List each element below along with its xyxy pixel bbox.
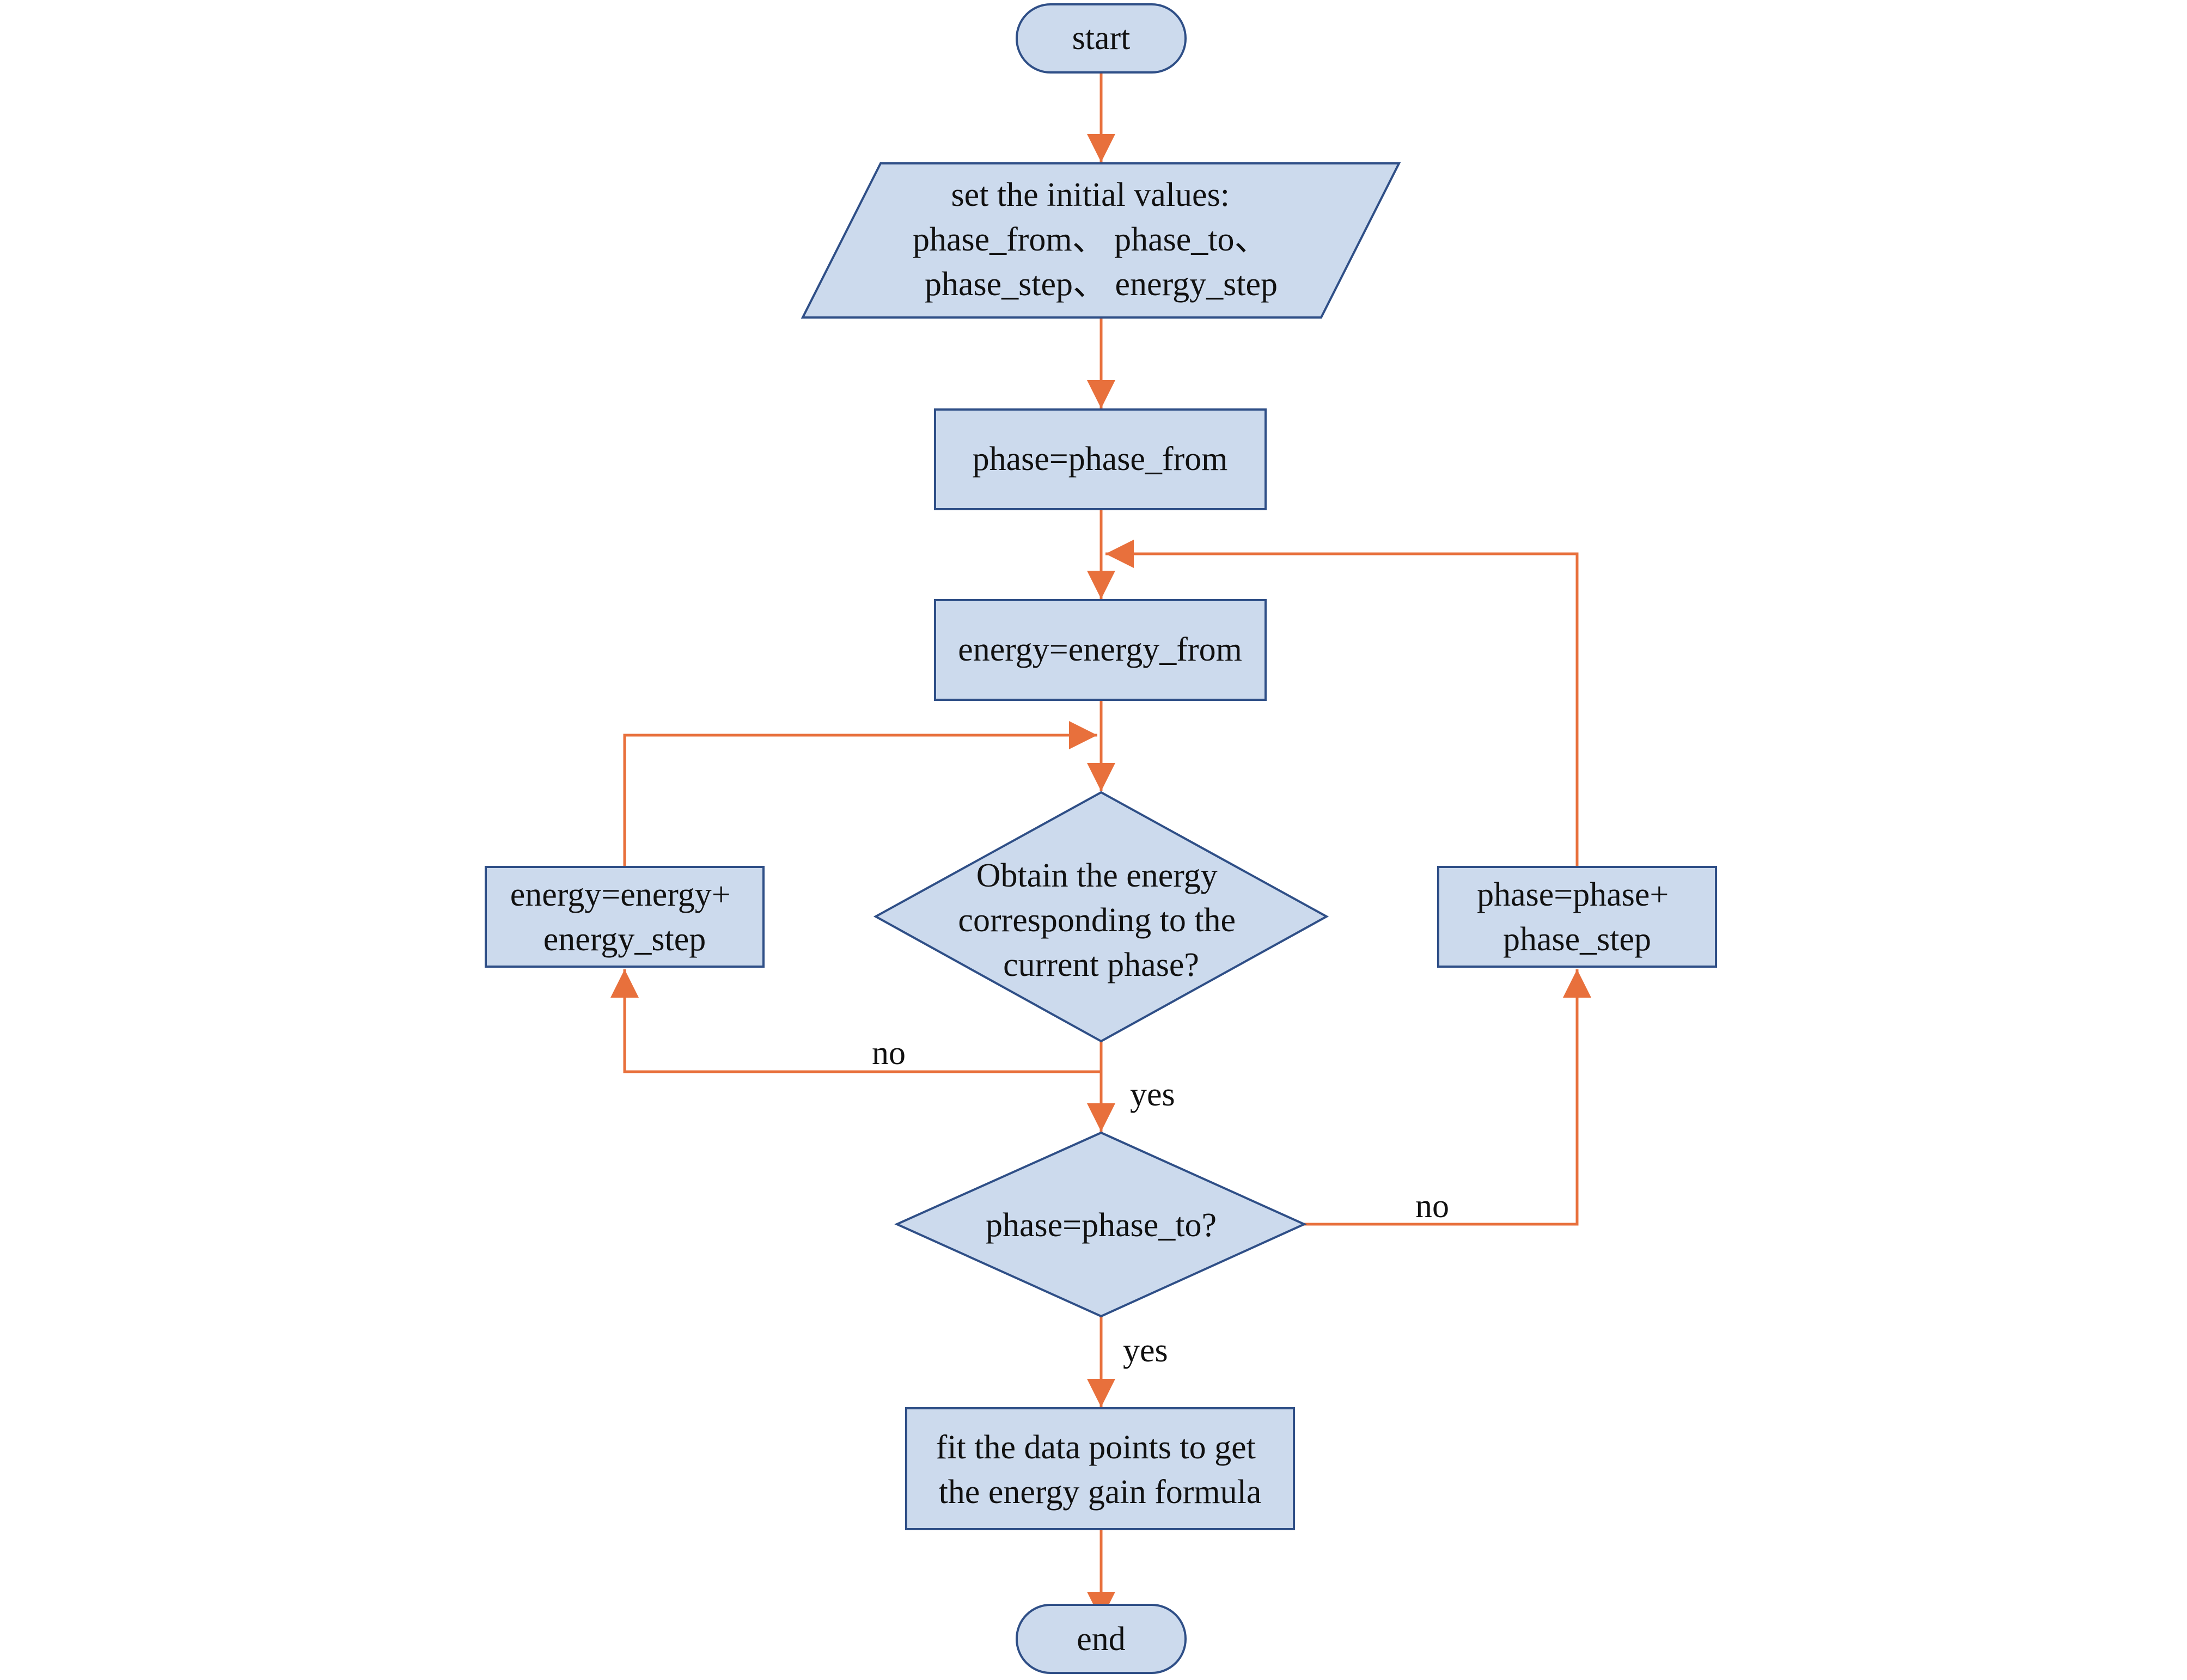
node-label-line: phase_step、 energy_step: [925, 266, 1278, 303]
node-label: end: [1077, 1621, 1126, 1658]
node-end: end: [1016, 1604, 1187, 1674]
node-label-line: phase=phase_from: [973, 441, 1228, 478]
process-shape: [934, 599, 1267, 701]
node-label-line: corresponding to the: [958, 902, 1236, 939]
node-label-line: energy=energy+: [510, 876, 731, 913]
node-obtain: Obtain the energy corresponding to the c…: [873, 791, 1329, 1043]
edge-check-no-to-phase-inc: [1304, 969, 1591, 1226]
node-label: energy=energy+ energy_step: [510, 876, 740, 958]
node-phase-inc: phase=phase+ phase_step: [1437, 866, 1717, 968]
node-label-line: Obtain the energy: [976, 857, 1218, 894]
decision-diamond-shape: [894, 1131, 1307, 1318]
node-label-line: set the initial values:: [951, 176, 1230, 213]
node-label: phase=phase_to?: [986, 1207, 1217, 1244]
decision-diamond-shape: [873, 791, 1329, 1043]
terminal-shape: [1016, 1604, 1187, 1674]
edge-energy-inc-loop-back: [623, 721, 1097, 867]
input-parallelogram-shape: [801, 162, 1401, 319]
edge-obtain-no-to-energy-inc: [610, 969, 1101, 1073]
node-label-line: energy=energy_from: [958, 631, 1242, 668]
node-label-line: phase_from、 phase_to、: [913, 221, 1268, 258]
process-shape: [485, 866, 765, 968]
node-label-line: end: [1077, 1621, 1126, 1658]
node-energy-init: energy=energy_from: [934, 599, 1267, 701]
node-label-line: phase_step: [1503, 921, 1651, 958]
node-label: phase=phase+ phase_step: [1477, 876, 1677, 958]
node-start: start: [1016, 3, 1187, 74]
node-energy-inc: energy=energy+ energy_step: [485, 866, 765, 968]
node-phase-init: phase=phase_from: [934, 408, 1267, 510]
node-label-line: phase=phase+: [1477, 876, 1669, 913]
edge-label-obtain-yes: yes: [1130, 1076, 1175, 1113]
node-label: phase=phase_from: [973, 441, 1228, 478]
node-fit: fit the data points to get the energy ga…: [905, 1407, 1295, 1530]
edge-labels: no yes no yes: [872, 1035, 1449, 1369]
edge-label-check-no: no: [1415, 1188, 1449, 1225]
node-label: start: [1072, 20, 1131, 57]
terminal-shape: [1016, 3, 1187, 74]
edge-label-obtain-no: no: [872, 1035, 906, 1072]
node-phase-check: phase=phase_to?: [894, 1131, 1307, 1318]
node-label: fit the data points to get the energy ga…: [936, 1429, 1264, 1511]
node-label-line: the energy gain formula: [939, 1474, 1262, 1511]
node-label-line: start: [1072, 20, 1131, 57]
node-label: energy=energy_from: [958, 631, 1242, 668]
edge-phase-inc-loop-back: [1105, 540, 1579, 867]
node-label-line: fit the data points to get: [936, 1429, 1256, 1466]
process-shape: [1437, 866, 1717, 968]
connectors: [610, 72, 1591, 1620]
process-shape: [905, 1407, 1295, 1530]
node-label-line: phase=phase_to?: [986, 1207, 1217, 1244]
node-label: Obtain the energy corresponding to the c…: [958, 857, 1244, 983]
node-label: set the initial values: phase_from、 phas…: [913, 176, 1278, 303]
node-init: set the initial values: phase_from、 phas…: [801, 162, 1401, 319]
edge-label-check-yes: yes: [1123, 1332, 1168, 1369]
node-label-line: current phase?: [1003, 946, 1199, 983]
node-label-line: energy_step: [543, 921, 706, 958]
process-shape: [934, 408, 1267, 510]
